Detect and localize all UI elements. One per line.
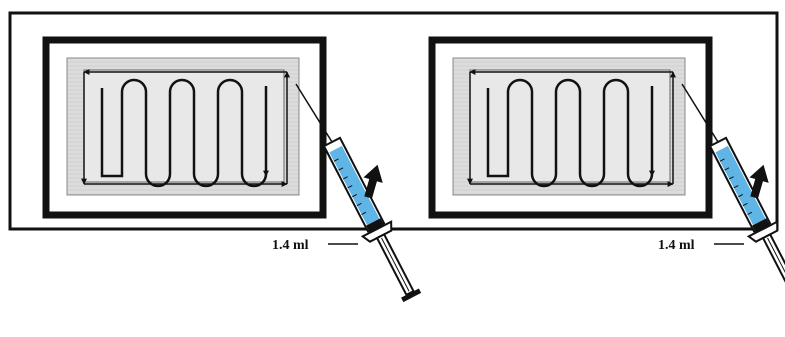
outer-frame xyxy=(8,11,779,231)
panel-1: 1.4 ml xyxy=(42,36,422,303)
plunger-head xyxy=(752,218,771,233)
serpentine-path xyxy=(486,78,654,188)
syringe-icon xyxy=(295,83,422,303)
panel-2: 1.4 ml xyxy=(428,36,785,297)
finger-flange xyxy=(360,220,393,243)
needle xyxy=(295,83,333,143)
syringe-liquid xyxy=(329,145,380,226)
gel-area xyxy=(83,69,285,183)
finger-flange xyxy=(746,220,779,243)
plunger-head xyxy=(366,218,385,233)
up-arrow-icon xyxy=(363,164,383,199)
plunger-thumb xyxy=(401,288,422,303)
syringe-liquid xyxy=(715,145,766,226)
syringe-icon xyxy=(681,83,785,297)
volume-label: 1.4 ml xyxy=(658,238,695,253)
serpentine-path xyxy=(100,78,268,188)
needle xyxy=(681,83,719,143)
gel-area xyxy=(469,69,671,183)
up-arrow-icon xyxy=(749,164,769,199)
volume-label: 1.4 ml xyxy=(272,238,309,253)
